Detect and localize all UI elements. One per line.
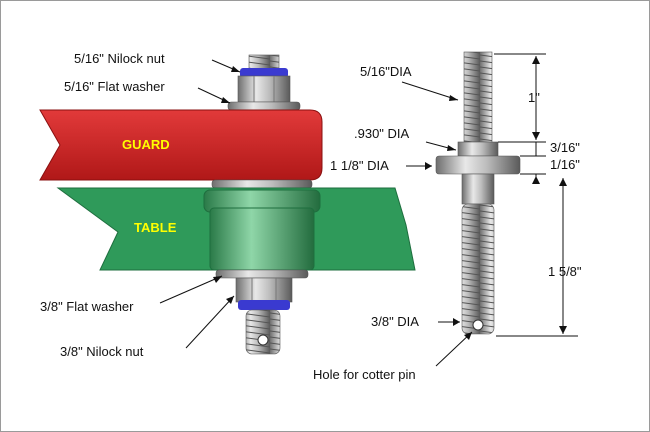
top-flat-washer [227, 101, 301, 111]
middle-washer [211, 179, 313, 189]
bottom-thread [245, 309, 281, 355]
bottom-nut-body [235, 277, 293, 303]
bottom-washer-label: 3/8" Flat washer [40, 299, 134, 314]
collar-body [209, 207, 315, 271]
right-top-thread [463, 51, 493, 143]
dim-1-5-8: 1 5/8" [548, 264, 582, 279]
dia-bottom-label: 3/8" DIA [371, 314, 419, 329]
dia-1-1-8-label: 1 1/8" DIA [330, 158, 389, 173]
guard-label: GUARD [122, 137, 170, 152]
dia-930-label: .930" DIA [354, 126, 410, 141]
right-shank [461, 173, 495, 205]
dia-top-label: 5/16"DIA [360, 64, 412, 79]
top-washer-label: 5/16" Flat washer [64, 79, 165, 94]
dim-1-inch: 1" [528, 90, 540, 105]
left-cotter-hole [257, 334, 269, 346]
top-nut-body [237, 75, 291, 103]
top-nut-label: 5/16" Nilock nut [74, 51, 165, 66]
bottom-nut-label: 3/8" Nilock nut [60, 344, 144, 359]
right-bottom-thread [461, 203, 495, 335]
right-flange [435, 155, 521, 175]
dim-3-16: 3/16" [550, 140, 580, 155]
right-cotter-hole [472, 319, 484, 331]
guard-band [39, 109, 323, 181]
table-label: TABLE [134, 220, 177, 235]
right-collar [457, 141, 499, 157]
bottom-flat-washer [215, 269, 309, 279]
cotter-hole-label: Hole for cotter pin [313, 367, 416, 382]
dim-1-16: 1/16" [550, 157, 580, 172]
bottom-nylock-insert [238, 300, 290, 310]
top-nylock-nut [240, 68, 288, 78]
